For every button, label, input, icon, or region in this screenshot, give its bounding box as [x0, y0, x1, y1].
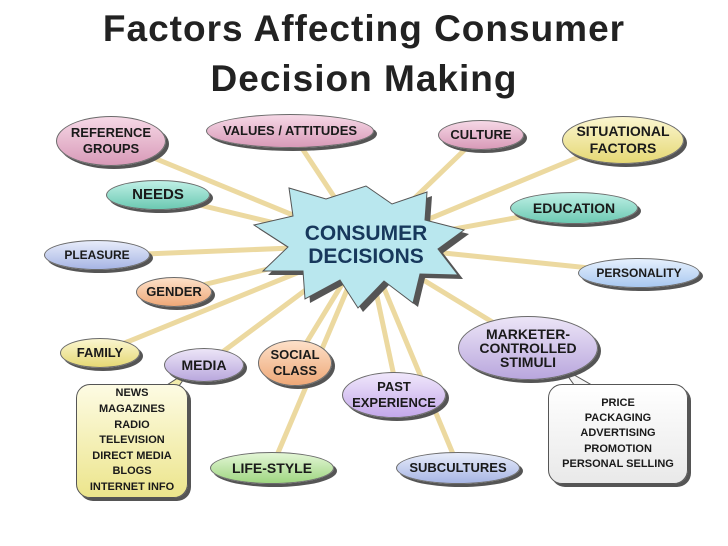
factor-media: MEDIA — [164, 348, 244, 382]
factor-values-attitudes: VALUES / ATTITUDES — [206, 114, 374, 148]
factor-family: FAMILY — [60, 338, 140, 368]
title-line-2: Decision Making — [210, 58, 518, 99]
marketing-mix-callout: PRICE PACKAGING ADVERTISING PROMOTION PE… — [548, 384, 688, 484]
factor-gender: GENDER — [136, 277, 212, 307]
factor-needs: NEEDS — [106, 180, 210, 210]
factor-subcultures: SUBCULTURES — [396, 452, 520, 484]
factor-culture: CULTURE — [438, 120, 524, 150]
factor-past-experience: PAST EXPERIENCE — [342, 372, 446, 418]
factor-education: EDUCATION — [510, 192, 638, 224]
center-label: CONSUMER DECISIONS — [304, 222, 428, 269]
factor-reference-groups: REFERENCE GROUPS — [56, 116, 166, 166]
media-examples-callout: NEWS MAGAZINES RADIO TELEVISION DIRECT M… — [76, 384, 188, 498]
factor-social-class: SOCIAL CLASS — [258, 340, 332, 386]
factor-life-style: LIFE-STYLE — [210, 452, 334, 484]
factor-situational-factors: SITUATIONAL FACTORS — [562, 116, 684, 164]
factor-pleasure: PLEASURE — [44, 240, 150, 270]
factor-marketer-controlled-stimuli: MARKETER- CONTROLLED STIMULI — [458, 316, 598, 380]
factor-personality: PERSONALITY — [578, 258, 700, 288]
consumer-decisions-starburst — [252, 185, 466, 309]
title-line-1: Factors Affecting Consumer — [102, 8, 626, 49]
